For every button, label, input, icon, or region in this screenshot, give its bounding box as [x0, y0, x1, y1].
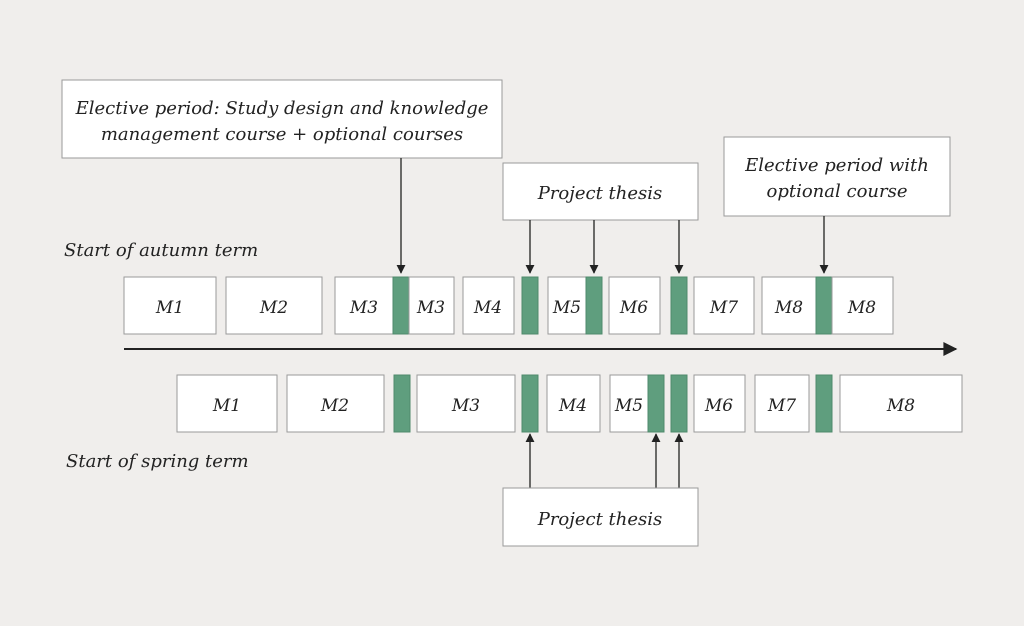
autumn-module-box	[547, 276, 587, 335]
autumn-term-label: Start of autumn term	[64, 240, 258, 261]
spring-elective-bar	[393, 374, 411, 433]
spring-thesis-bar	[521, 374, 539, 433]
autumn-module-box	[123, 276, 217, 335]
callout-elective-optional-line1: Elective period with	[744, 155, 929, 176]
spring-module-box	[546, 374, 601, 433]
spring-module-label: M3	[451, 396, 480, 416]
autumn-module-label: M8	[847, 298, 876, 318]
spring-module-box	[693, 374, 746, 433]
autumn-module-box	[408, 276, 455, 335]
autumn-thesis-bar	[585, 276, 603, 335]
autumn-module-label: M6	[619, 298, 648, 318]
autumn-module-label: M5	[552, 298, 581, 318]
autumn-module-box	[462, 276, 515, 335]
spring-module-label: M2	[320, 396, 349, 416]
callout-project-thesis-top-label: Project thesis	[537, 183, 663, 204]
autumn-module-label: M4	[473, 298, 502, 318]
spring-module-box	[754, 374, 810, 433]
spring-thesis-bar	[647, 374, 665, 433]
spring-row: M1 M2 M3 M4 M5 M6 M7 M8	[176, 374, 963, 433]
autumn-elective-bar	[392, 276, 410, 335]
callout-project-thesis-bottom-label: Project thesis	[537, 509, 663, 530]
callout-project-thesis-top: Project thesis	[502, 162, 699, 221]
spring-module-box	[286, 374, 385, 433]
spring-module-label: M6	[704, 396, 733, 416]
callout-elective-optional-line2: optional course	[767, 181, 908, 202]
spring-thesis-bar	[670, 374, 688, 433]
autumn-module-box	[608, 276, 661, 335]
autumn-module-label: M3	[416, 298, 445, 318]
callout-elective-optional: Elective period with optional course	[723, 136, 951, 217]
autumn-module-label: M2	[259, 298, 288, 318]
callout-project-thesis-bottom: Project thesis	[502, 487, 699, 547]
spring-module-label: M1	[212, 396, 241, 416]
autumn-thesis-bar	[670, 276, 688, 335]
spring-module-label: M4	[558, 396, 587, 416]
autumn-row: M1 M2 M3 M3 M4 M5 M6 M7 M8 M8	[123, 276, 894, 335]
autumn-module-label: M1	[155, 298, 184, 318]
autumn-module-box	[693, 276, 755, 335]
callout-elective-study-design-line2: management course + optional courses	[101, 124, 463, 145]
spring-module-box	[839, 374, 963, 433]
callout-elective-study-design-line1: Elective period: Study design and knowle…	[75, 98, 489, 119]
autumn-thesis-bar	[521, 276, 539, 335]
autumn-module-label: M3	[349, 298, 378, 318]
spring-elective-bar	[815, 374, 833, 433]
autumn-module-box	[831, 276, 894, 335]
spring-module-label: M7	[767, 396, 796, 416]
callout-elective-study-design: Elective period: Study design and knowle…	[61, 79, 503, 159]
autumn-module-box	[225, 276, 323, 335]
autumn-module-label: M7	[709, 298, 738, 318]
autumn-module-label: M8	[774, 298, 803, 318]
spring-module-label: M5	[614, 396, 643, 416]
spring-module-box	[416, 374, 516, 433]
spring-module-label: M8	[886, 396, 915, 416]
spring-module-box	[176, 374, 278, 433]
spring-term-label: Start of spring term	[66, 451, 249, 472]
autumn-elective-bar	[815, 276, 833, 335]
